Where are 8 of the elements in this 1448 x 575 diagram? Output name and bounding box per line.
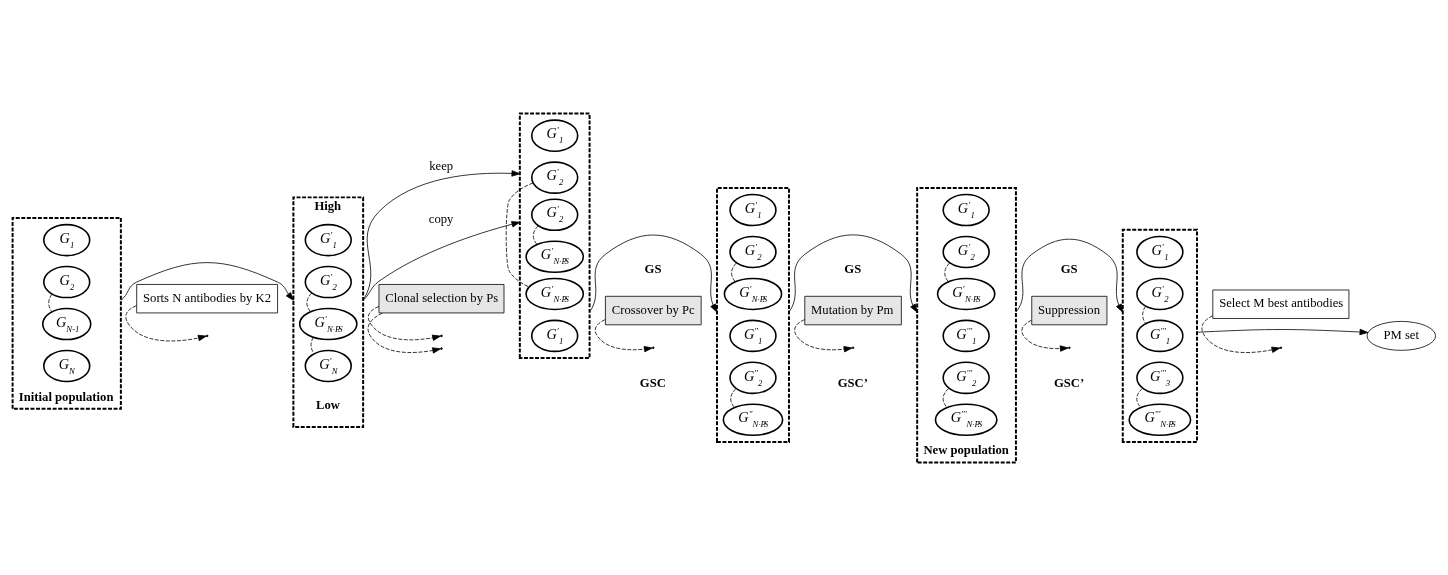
label: GS bbox=[1060, 261, 1078, 276]
edge-label: copy bbox=[428, 211, 454, 226]
label: GS bbox=[844, 261, 862, 276]
edge-label: keep bbox=[429, 158, 454, 173]
label: GSC’ bbox=[837, 375, 868, 390]
label: GSC bbox=[639, 375, 666, 390]
label: GSC’ bbox=[1053, 375, 1085, 390]
label: GS bbox=[644, 261, 662, 276]
